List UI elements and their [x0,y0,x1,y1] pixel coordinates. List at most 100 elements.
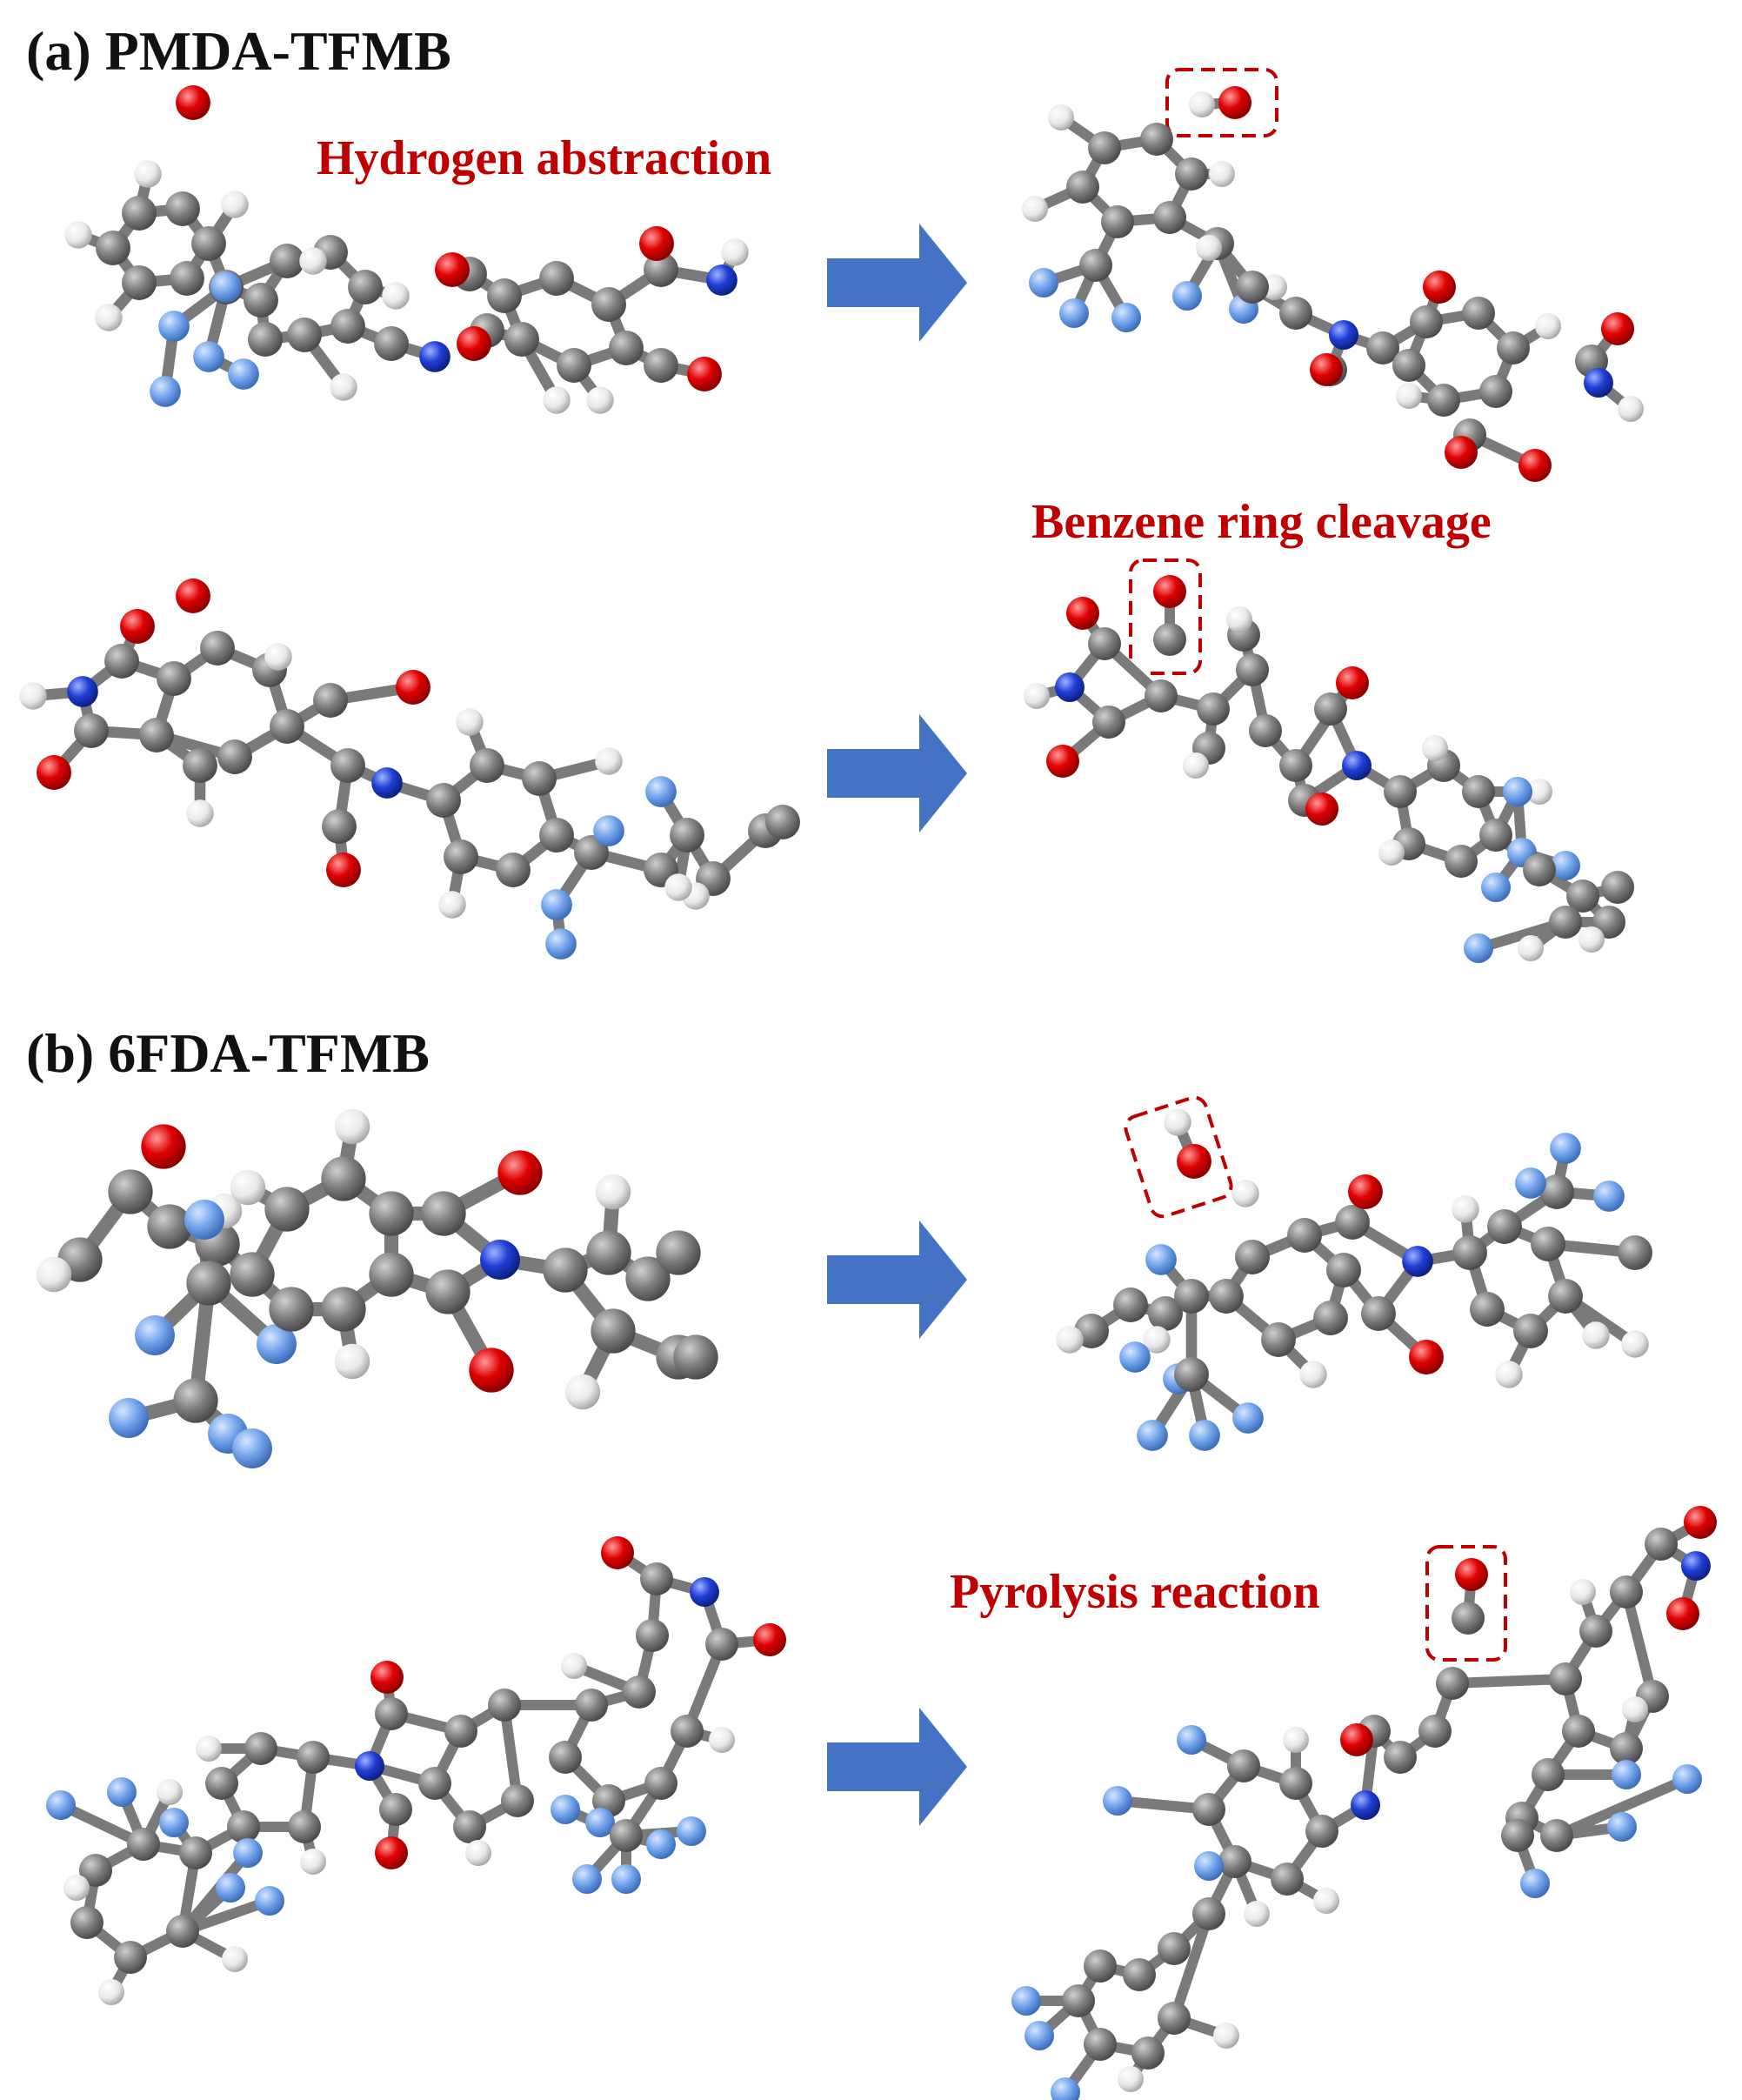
carbon-atom [1539,1174,1574,1209]
carbon-atom [1452,1602,1485,1635]
carbon-atom [70,1906,103,1939]
hydrogen-atom [330,373,357,401]
hydrogen-atom [1244,1901,1270,1927]
hydrogen-atom [1056,1326,1084,1354]
carbon-atom [230,1252,275,1297]
carbon-atom [539,818,574,853]
carbon-atom [1410,305,1443,338]
hydrogen-atom [63,1875,90,1901]
oxygen-atom [1336,666,1369,699]
fluorine-atom [646,1829,676,1859]
carbon-atom [1462,775,1495,808]
panel-b-title: (b) 6FDA-TFMB [26,1022,430,1084]
nitrogen-atom [355,1751,384,1781]
carbon-atom [287,318,322,352]
carbon-atom [1279,1767,1312,1800]
carbon-atom [322,809,357,844]
oxygen-atom [375,1836,408,1869]
carbon-atom [671,1715,704,1748]
fluorine-atom [1025,2021,1054,2050]
carbon-atom [1335,1205,1370,1240]
hydrogen-atom [1518,935,1544,961]
fluorine-atom [184,1200,224,1240]
hydrogen-atom [134,160,162,188]
oxygen-atom [469,1348,514,1393]
hydrogen-atom [1378,839,1405,866]
carbon-atom [1313,1301,1348,1335]
hydrogen-atom [561,1653,587,1679]
carbon-atom [244,283,278,318]
hydrogen-atom [19,682,47,710]
fluorine-atom [1111,303,1141,332]
fluorine-atom [1059,298,1089,328]
fluorine-atom [1232,1402,1264,1434]
carbon-atom [186,1261,231,1306]
hydrogen-atom [438,891,466,919]
carbon-atom [1261,1322,1296,1357]
fluorine-atom [1607,1812,1637,1842]
fluorine-atom [1550,1133,1581,1164]
carbon-atom [1384,1741,1417,1774]
carbon-atom [1062,1984,1095,2017]
molecule-pmda-tfmb-product-1 [1022,86,1644,482]
fluorine-atom [1051,2077,1080,2100]
carbon-atom [1088,131,1121,164]
hydrogen-atom [1299,1361,1327,1388]
carbon-atom [1501,1819,1534,1852]
bond [1447,1674,1571,1689]
nitrogen-atom [1055,672,1085,702]
carbon-atom [539,261,574,296]
carbon-atom [574,835,609,870]
carbon-atom [147,1204,192,1249]
nitrogen-atom [419,341,451,372]
oxygen-atom [396,670,430,705]
carbon-atom [1101,205,1134,238]
carbon-atom [488,1689,521,1722]
carbon-atom [114,1941,147,1974]
carbon-atom [1148,1296,1183,1331]
carbon-atom [1436,1667,1469,1700]
nitrogen-atom [480,1240,520,1280]
hydrogen-atom [1570,1579,1596,1605]
carbon-atom [496,853,531,887]
fluorine-atom [193,341,224,372]
fluorine-atom [255,1886,284,1916]
oxygen-atom [435,252,470,287]
hydrogen-atom [1422,735,1448,761]
carbon-atom [321,1156,366,1201]
hydrogen-atom [98,1979,124,2005]
carbon-atom [1479,375,1512,408]
oxygen-atom [1046,745,1079,778]
highlight-box-oh [1165,68,1278,137]
fluorine-atom [645,776,677,807]
hydrogen-atom [334,1108,370,1145]
molecule-pmda-tfmb-reactant-2 [19,579,800,960]
fluorine-atom [541,889,572,920]
fluorine-atom [1119,1341,1151,1373]
carbon-atom [1470,1292,1505,1327]
hydrogen-atom [1183,752,1209,779]
carbon-atom [673,1334,718,1380]
molecule-6fda-tfmb-reactant-1 [36,1108,718,1468]
carbon-atom [501,1784,534,1817]
carbon-atom [375,1697,408,1730]
carbon-atom [1326,1253,1361,1287]
oxygen-atom [1423,271,1456,304]
hydrogen-atom [1164,1108,1191,1136]
oxygen-atom [1518,449,1552,482]
carbon-atom [1392,349,1425,382]
fluorine-atom [135,1315,175,1355]
carbon-atom [644,252,678,287]
carbon-atom [1579,1615,1612,1648]
carbon-atom [1084,2028,1117,2061]
carbon-atom [1066,171,1099,204]
highlight-box-oh-2 [1124,1095,1233,1219]
nitrogen-atom [690,1577,719,1607]
hydrogen-atom [664,873,692,901]
hydrogen-atom [157,1779,183,1805]
fluorine-atom [551,1795,580,1824]
nitrogen-atom [1329,320,1358,350]
carbon-atom [1197,692,1230,726]
oxygen-atom [1666,1597,1699,1630]
carbon-atom [217,739,252,774]
